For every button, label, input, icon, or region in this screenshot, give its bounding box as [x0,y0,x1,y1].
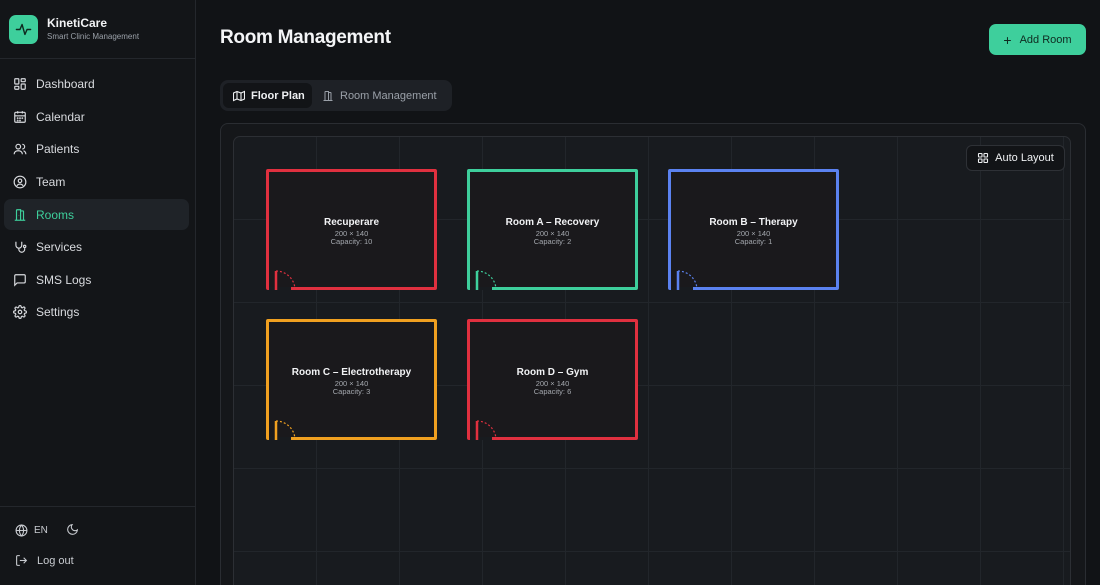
message-icon [12,272,27,287]
sidebar-item-patients[interactable]: Patients [4,133,189,164]
brand-subtitle: Smart Clinic Management [47,32,140,41]
room-size: 200 × 140 [334,379,369,388]
room-size: 200 × 140 [535,229,570,238]
room-card-room-d[interactable]: Room D – Gym 200 × 140 Capacity: 6 [467,319,638,440]
room-capacity: Capacity: 6 [533,387,572,396]
room-size: 200 × 140 [736,229,771,238]
tab-floor-plan[interactable]: Floor Plan [223,83,312,108]
tab-room-management-label: Room Management [340,89,437,102]
brand-name: KinetiCare [47,16,108,30]
sidebar-item-services[interactable]: Services [4,231,189,262]
theme-toggle[interactable] [66,523,79,541]
room-card-recuperare[interactable]: Recuperare 200 × 140 Capacity: 10 [266,169,437,290]
sidebar-item-label: Rooms [36,207,75,222]
logout-label: Log out [37,554,74,567]
room-card-room-c[interactable]: Room C – Electrotherapy 200 × 140 Capaci… [266,319,437,440]
door-swing-icon [470,270,497,290]
sidebar-item-team[interactable]: Team [4,166,189,197]
sidebar-item-calendar[interactable]: Calendar [4,101,189,132]
door-swing-icon [671,270,698,290]
plus-icon: + [1003,31,1012,48]
gear-icon [12,304,27,319]
map-icon [233,90,245,102]
room-capacity: Capacity: 1 [734,237,773,246]
logout-button[interactable]: Log out [15,554,74,567]
room-card-room-a[interactable]: Room A – Recovery 200 × 140 Capacity: 2 [467,169,638,290]
view-tabs: Floor Plan Room Management [220,80,452,111]
door-swing-icon [470,420,497,440]
sidebar-item-label: Calendar [36,109,85,124]
door-swing-icon [269,270,296,290]
sidebar-item-label: Dashboard [36,76,95,91]
sidebar-item-label: Settings [36,304,80,319]
room-name: Recuperare [323,217,380,228]
sidebar-item-label: SMS Logs [36,272,92,287]
add-room-label: Add Room [1019,33,1072,46]
sidebar-item-label: Team [36,174,66,189]
globe-icon [15,524,28,537]
room-size: 200 × 140 [535,379,570,388]
room-size: 200 × 140 [334,229,369,238]
sidebar-item-rooms[interactable]: Rooms [4,199,189,230]
room-card-room-b[interactable]: Room B – Therapy 200 × 140 Capacity: 1 [668,169,839,290]
sidebar-footer: EN Log out [0,506,196,585]
sidebar: KinetiCare Smart Clinic Management Dashb… [0,0,196,585]
sidebar-item-label: Services [36,239,83,254]
tab-floor-plan-label: Floor Plan [251,89,305,102]
auto-layout-button[interactable]: Auto Layout [966,145,1065,171]
grid-icon [977,152,989,164]
tab-room-management[interactable]: Room Management [318,83,449,108]
users-icon [12,141,27,156]
sidebar-item-settings[interactable]: Settings [4,296,189,327]
logout-icon [15,554,28,567]
page-title: Room Management [220,27,391,48]
door-icon [12,207,27,222]
room-name: Room D – Gym [516,367,589,378]
calendar-icon [12,109,27,124]
add-room-button[interactable]: + Add Room [989,24,1086,55]
moon-icon [66,523,79,541]
door-swing-icon [269,420,296,440]
language-switcher[interactable]: EN [15,524,48,537]
language-label: EN [34,525,48,536]
room-name: Room C – Electrotherapy [291,367,412,378]
room-name: Room B – Therapy [709,217,798,228]
heartbeat-logo-icon [9,15,38,44]
stethoscope-icon [12,239,27,254]
room-capacity: Capacity: 3 [332,387,371,396]
sidebar-item-sms-logs[interactable]: SMS Logs [4,264,189,295]
auto-layout-label: Auto Layout [995,152,1054,164]
dashboard-icon [12,76,27,91]
brand: KinetiCare Smart Clinic Management [0,0,196,59]
sidebar-item-dashboard[interactable]: Dashboard [4,68,189,99]
room-capacity: Capacity: 10 [330,237,373,246]
user-circle-icon [12,174,27,189]
room-name: Room A – Recovery [505,217,600,228]
door-icon [322,90,334,102]
sidebar-item-label: Patients [36,141,80,156]
room-capacity: Capacity: 2 [533,237,572,246]
